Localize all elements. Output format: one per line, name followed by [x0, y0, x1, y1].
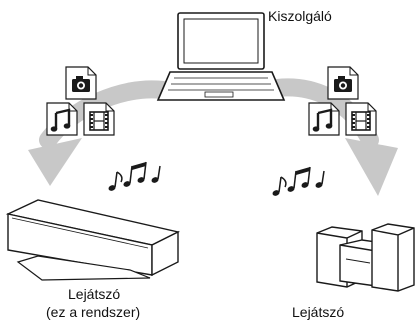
music-notes-icon [108, 161, 161, 191]
music-note-icon [308, 102, 340, 136]
player-right-label: Lejátszó [292, 304, 345, 320]
player-left-label: Lejátszó [68, 286, 121, 302]
server-label: Kiszolgáló [268, 8, 332, 24]
film-icon [345, 102, 377, 136]
music-note-icon [46, 102, 78, 136]
tv-player [5, 199, 181, 281]
film-icon [83, 102, 115, 136]
music-notes-icon [272, 166, 325, 196]
hifi-player [316, 223, 415, 292]
camera-icon [327, 66, 359, 100]
player-left-sublabel: (ez a rendszer) [46, 304, 141, 320]
laptop-server [156, 12, 286, 101]
camera-icon [65, 66, 97, 100]
